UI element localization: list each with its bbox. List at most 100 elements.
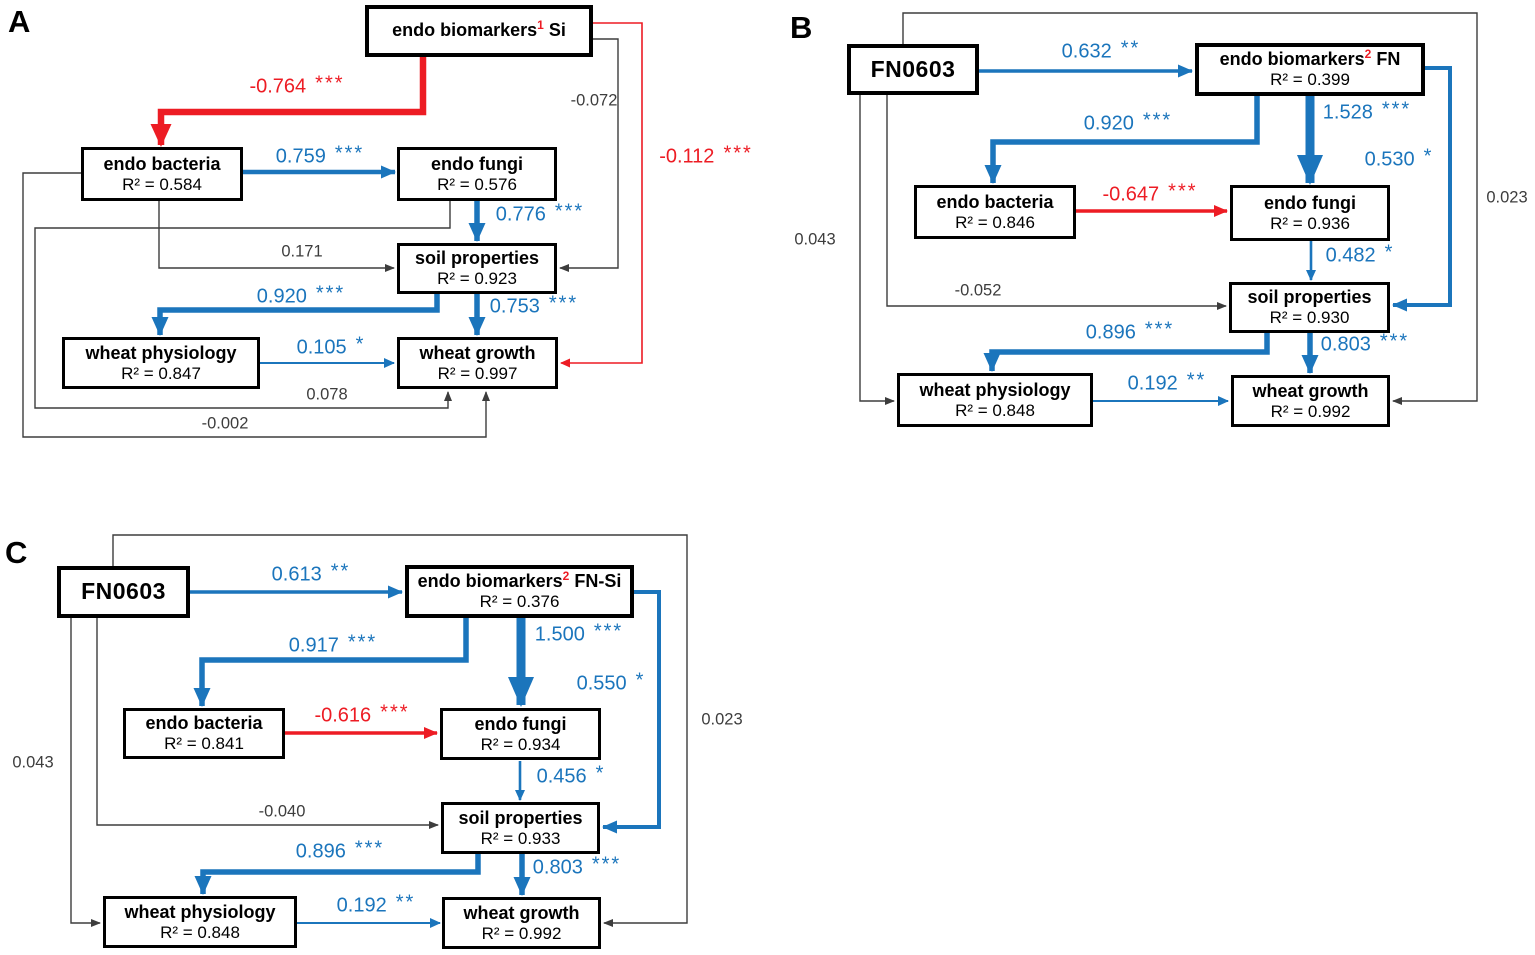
node-b-wheat-growth: wheat growth R² = 0.992 (1231, 375, 1390, 427)
coef-c-fungi-soil: 0.456* (536, 762, 606, 788)
node-r2: R² = 0.576 (437, 174, 517, 194)
coef-c-bacteria-fungi: -0.616*** (314, 701, 410, 727)
node-c-soil-properties: soil properties R² = 0.933 (441, 802, 600, 854)
node-title: endo fungi (431, 153, 523, 174)
coef-a-bacteria-fungi: 0.759*** (275, 142, 365, 168)
node-title: endo biomarkers1 Si (392, 18, 566, 41)
coef-b-bacteria-fungi: -0.647*** (1102, 180, 1198, 206)
coef-b-biomarkers-fungi: 1.528*** (1322, 98, 1412, 124)
coef-b-soil-growth: 0.803*** (1320, 330, 1410, 356)
node-title: endo biomarkers2 FN (1219, 47, 1401, 70)
node-c-endo-biomarkers-fn-si: endo biomarkers2 FN-Si R² = 0.376 (405, 565, 634, 618)
node-c-endo-fungi: endo fungi R² = 0.934 (440, 708, 601, 760)
node-title: endo fungi (474, 713, 567, 734)
node-r2: R² = 0.848 (160, 922, 240, 942)
node-title: wheat growth (1252, 380, 1369, 401)
arrow-a-fungi-to-growth (34, 201, 452, 409)
node-title: endo biomarkers2 FN-Si (417, 569, 622, 592)
node-c-wheat-growth: wheat growth R² = 0.992 (442, 897, 601, 949)
superscript: 2 (562, 569, 570, 584)
node-title: wheat growth (463, 902, 580, 923)
arrow-b-fn-to-physiology (859, 95, 895, 405)
superscript: 1 (537, 18, 544, 33)
coef-a-physiology-growth: 0.105* (296, 333, 366, 359)
node-r2: R² = 0.992 (1270, 401, 1351, 421)
panel-letter-c: C (5, 535, 28, 570)
coef-c-biomarkers-soil: 0.550* (576, 669, 646, 695)
node-b-endo-bacteria: endo bacteria R² = 0.846 (914, 185, 1076, 239)
arrow-a-biomarkers-to-bacteria (150, 57, 427, 147)
node-r2: R² = 0.997 (437, 363, 518, 383)
coef-c-fn-physiology: 0.043 (12, 753, 54, 772)
coef-b-physiology-growth: 0.192** (1127, 369, 1207, 395)
arrow-b-biomarkers-to-bacteria (984, 96, 1260, 184)
arrow-c-biomarkers-to-soil (602, 590, 661, 834)
panel-letter-a: A (8, 4, 31, 39)
node-a-endo-biomarkers-si: endo biomarkers1 Si (365, 5, 593, 57)
arrow-a-bacteria-to-soil (158, 201, 395, 272)
node-r2: R² = 0.992 (481, 923, 562, 943)
node-b-soil-properties: soil properties R² = 0.930 (1229, 282, 1390, 333)
node-title: endo bacteria (936, 191, 1054, 212)
coef-a-fungi-growth: 0.078 (306, 385, 348, 404)
node-r2: R² = 0.930 (1269, 308, 1350, 328)
coef-b-soil-physiology: 0.896*** (1085, 318, 1175, 344)
node-c-wheat-physiology: wheat physiology R² = 0.848 (103, 896, 297, 948)
arrow-c-fn-to-physiology (70, 618, 101, 927)
node-b-wheat-physiology: wheat physiology R² = 0.848 (897, 373, 1093, 427)
panel-letter-b: B (790, 10, 813, 45)
node-title: FN0603 (81, 578, 166, 605)
coef-c-physiology-growth: 0.192** (336, 891, 416, 917)
coef-c-fn-biomarkers: 0.613** (271, 560, 351, 586)
coef-b-fn-soil: -0.052 (954, 281, 1002, 300)
node-r2: R² = 0.923 (437, 269, 517, 289)
coef-b-biomarkers-bacteria: 0.920*** (1083, 109, 1173, 135)
arrow-c-fn-to-soil (96, 618, 439, 829)
coef-b-fn-biomarkers: 0.632** (1061, 37, 1141, 63)
node-title: endo fungi (1264, 192, 1356, 213)
node-a-wheat-growth: wheat growth R² = 0.997 (397, 337, 558, 389)
arrow-c-fn-to-growth (112, 534, 688, 927)
coef-c-fn-growth: 0.023 (701, 710, 743, 729)
coef-a-biomarkers-growth: -0.112*** (659, 142, 753, 168)
node-r2: R² = 0.847 (121, 363, 201, 383)
coef-c-fn-soil: -0.040 (258, 802, 306, 821)
arrow-c-biomarkers-to-bacteria (193, 618, 469, 707)
node-r2: R² = 0.846 (955, 212, 1035, 232)
arrow-b-soil-to-physiology (983, 333, 1270, 372)
coef-b-biomarkers-soil: 0.530* (1364, 145, 1434, 171)
node-r2: R² = 0.399 (1270, 70, 1350, 90)
coef-c-soil-growth: 0.803*** (532, 853, 622, 879)
coef-a-soil-physiology: 0.920*** (256, 282, 346, 308)
node-r2: R² = 0.936 (1270, 213, 1350, 233)
node-a-wheat-physiology: wheat physiology R² = 0.847 (62, 337, 260, 389)
coef-a-biomarkers-soil: -0.072 (570, 91, 618, 110)
node-b-endo-fungi: endo fungi R² = 0.936 (1230, 185, 1390, 241)
superscript: 2 (1364, 47, 1372, 62)
coef-c-biomarkers-bacteria: 0.917*** (288, 631, 378, 657)
node-c-endo-bacteria: endo bacteria R² = 0.841 (123, 708, 285, 759)
node-a-endo-bacteria: endo bacteria R² = 0.584 (81, 147, 243, 201)
node-b-fn0603: FN0603 (847, 44, 979, 95)
node-title: FN0603 (870, 55, 956, 82)
node-r2: R² = 0.934 (480, 734, 561, 754)
arrow-a-biomarkers-to-growth (560, 22, 643, 368)
coef-b-fn-physiology: 0.043 (794, 230, 836, 249)
node-title: wheat physiology (85, 342, 237, 363)
node-title: wheat physiology (124, 901, 276, 922)
node-r2: R² = 0.841 (164, 734, 244, 754)
node-r2: R² = 0.933 (480, 828, 561, 848)
arrow-a-soil-to-physiology (151, 294, 440, 336)
node-b-endo-biomarkers-fn: endo biomarkers2 FN R² = 0.399 (1195, 43, 1425, 96)
node-title: soil properties (414, 248, 540, 269)
node-a-soil-properties: soil properties R² = 0.923 (397, 243, 557, 294)
node-title: wheat physiology (919, 379, 1071, 400)
node-title: soil properties (458, 807, 583, 828)
arrow-a-bacteria-to-growth (22, 172, 490, 438)
coef-a-bacteria-soil: 0.171 (281, 242, 323, 261)
coef-b-fn-growth: 0.023 (1486, 188, 1528, 207)
coef-a-fungi-soil: 0.776*** (495, 200, 585, 226)
coef-c-soil-physiology: 0.896*** (295, 837, 385, 863)
